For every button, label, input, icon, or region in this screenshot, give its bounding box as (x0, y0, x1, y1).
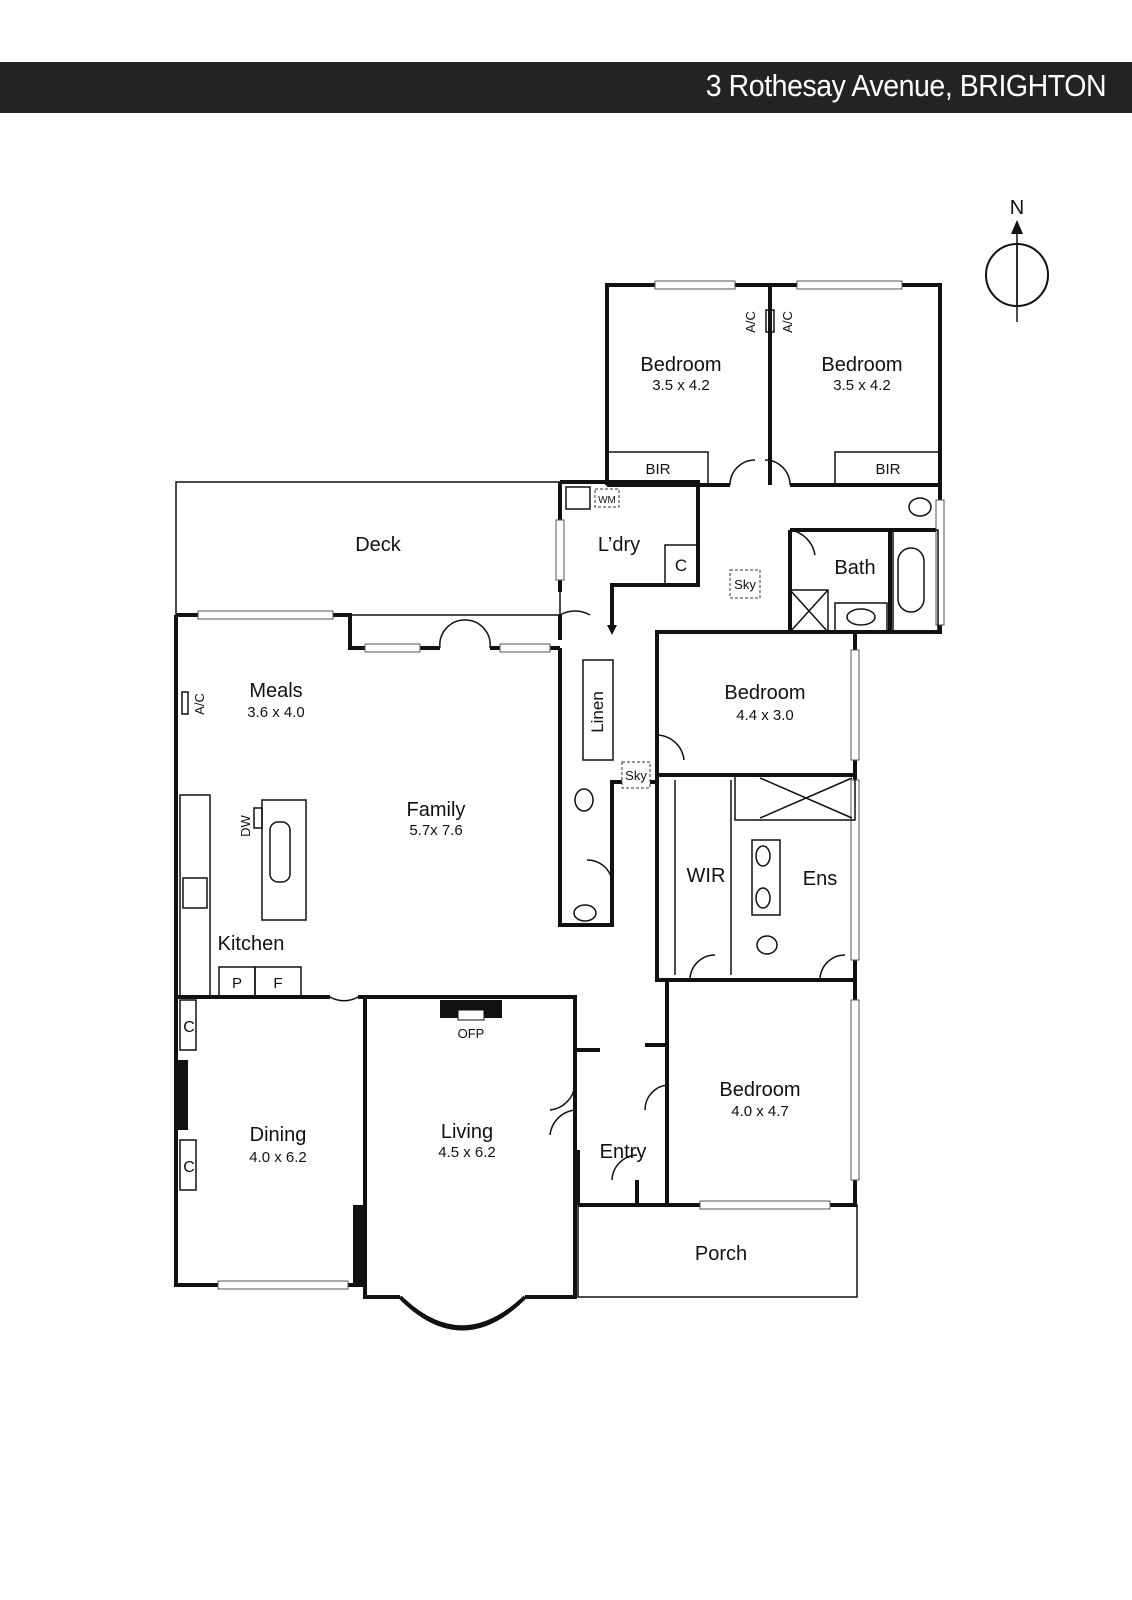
linen-label: Linen (588, 691, 607, 733)
room-name: Deck (355, 534, 402, 556)
room-labels: Bedroom 3.5 x 4.2 Bedroom 3.5 x 4.2 Deck… (218, 354, 903, 1265)
ac-label: A/C (743, 311, 758, 333)
ac-label: A/C (780, 311, 795, 333)
room-name: Dining (250, 1124, 307, 1146)
bir-closet-left (606, 451, 709, 486)
cupboard-label: C (675, 556, 687, 575)
bir-closet-right (834, 451, 941, 486)
washing-machine (594, 488, 620, 508)
arrow-icon (607, 625, 617, 635)
cupboard (664, 544, 699, 586)
room-dims: 4.4 x 3.0 (736, 707, 794, 724)
room-dims: 4.0 x 6.2 (249, 1149, 307, 1166)
basin-icon (573, 904, 597, 922)
room-dims: 3.5 x 4.2 (652, 377, 710, 394)
doors (329, 459, 846, 1181)
header-bar: 3 Rothesay Avenue, BRIGHTON (0, 62, 1132, 113)
room-name: L’dry (598, 534, 640, 556)
room-name: Bedroom (640, 354, 721, 376)
room-dims: 5.7x 7.6 (409, 822, 462, 839)
room-name: Bedroom (821, 354, 902, 376)
room-dims: 4.0 x 4.7 (731, 1103, 789, 1120)
room-dims: 4.5 x 6.2 (438, 1144, 496, 1161)
basin-icon (834, 602, 888, 633)
property-address: 3 Rothesay Avenue, BRIGHTON (705, 68, 1107, 103)
room-name: Ens (803, 868, 837, 890)
room-dims: 3.5 x 4.2 (833, 377, 891, 394)
dishwasher (253, 807, 263, 829)
dw-label: DW (238, 814, 253, 836)
room-name: Meals (249, 680, 302, 702)
cooktop-icon (182, 877, 208, 909)
fridge-label: F (273, 975, 282, 992)
kitchen-bench (179, 794, 211, 998)
cupboard (179, 999, 197, 1051)
windows (197, 280, 945, 1290)
wm-label: WM (598, 495, 616, 506)
bir-label-left: BIR (645, 461, 670, 478)
room-name: Living (441, 1121, 493, 1143)
skylight-label: Sky (734, 577, 756, 592)
room-dims: 3.6 x 4.0 (247, 704, 305, 721)
toilet-icon (574, 788, 594, 812)
cupboard-label: C (183, 1019, 195, 1036)
skylight (621, 761, 651, 789)
ofp-label: OFP (458, 1026, 485, 1041)
linen-cupboard (582, 659, 614, 761)
ac-unit (765, 309, 775, 333)
room-name: Bedroom (719, 1079, 800, 1101)
sink-icon (565, 486, 591, 510)
toilet-icon (756, 935, 778, 955)
room-name: Bedroom (724, 682, 805, 704)
room-name: Porch (695, 1243, 747, 1265)
skylight-label: Sky (625, 768, 647, 783)
fireplace (440, 1000, 502, 1018)
pantry-label: P (232, 975, 242, 992)
compass-north-label: N (1010, 197, 1024, 219)
bay-window (398, 1295, 527, 1331)
shower-icon (789, 589, 829, 633)
bathtub-icon (892, 529, 939, 633)
ac-unit (181, 691, 189, 715)
north-compass-icon: N (985, 197, 1049, 322)
room-name: Bath (834, 557, 875, 579)
cupboard-label: C (183, 1159, 195, 1176)
toilet-icon (908, 497, 932, 517)
island-sink-icon (269, 821, 291, 883)
room-name: WIR (687, 865, 726, 887)
room-name: Family (407, 799, 466, 821)
ac-label: A/C (192, 693, 207, 715)
kitchen-island (261, 799, 307, 921)
room-name: Kitchen (218, 933, 285, 955)
fridge (254, 966, 302, 998)
ensuite-shower (734, 774, 856, 821)
vanity-icon (751, 839, 781, 916)
room-name: Entry (600, 1141, 647, 1163)
cupboard (179, 1139, 197, 1191)
bir-label-right: BIR (875, 461, 900, 478)
skylight (729, 569, 761, 599)
